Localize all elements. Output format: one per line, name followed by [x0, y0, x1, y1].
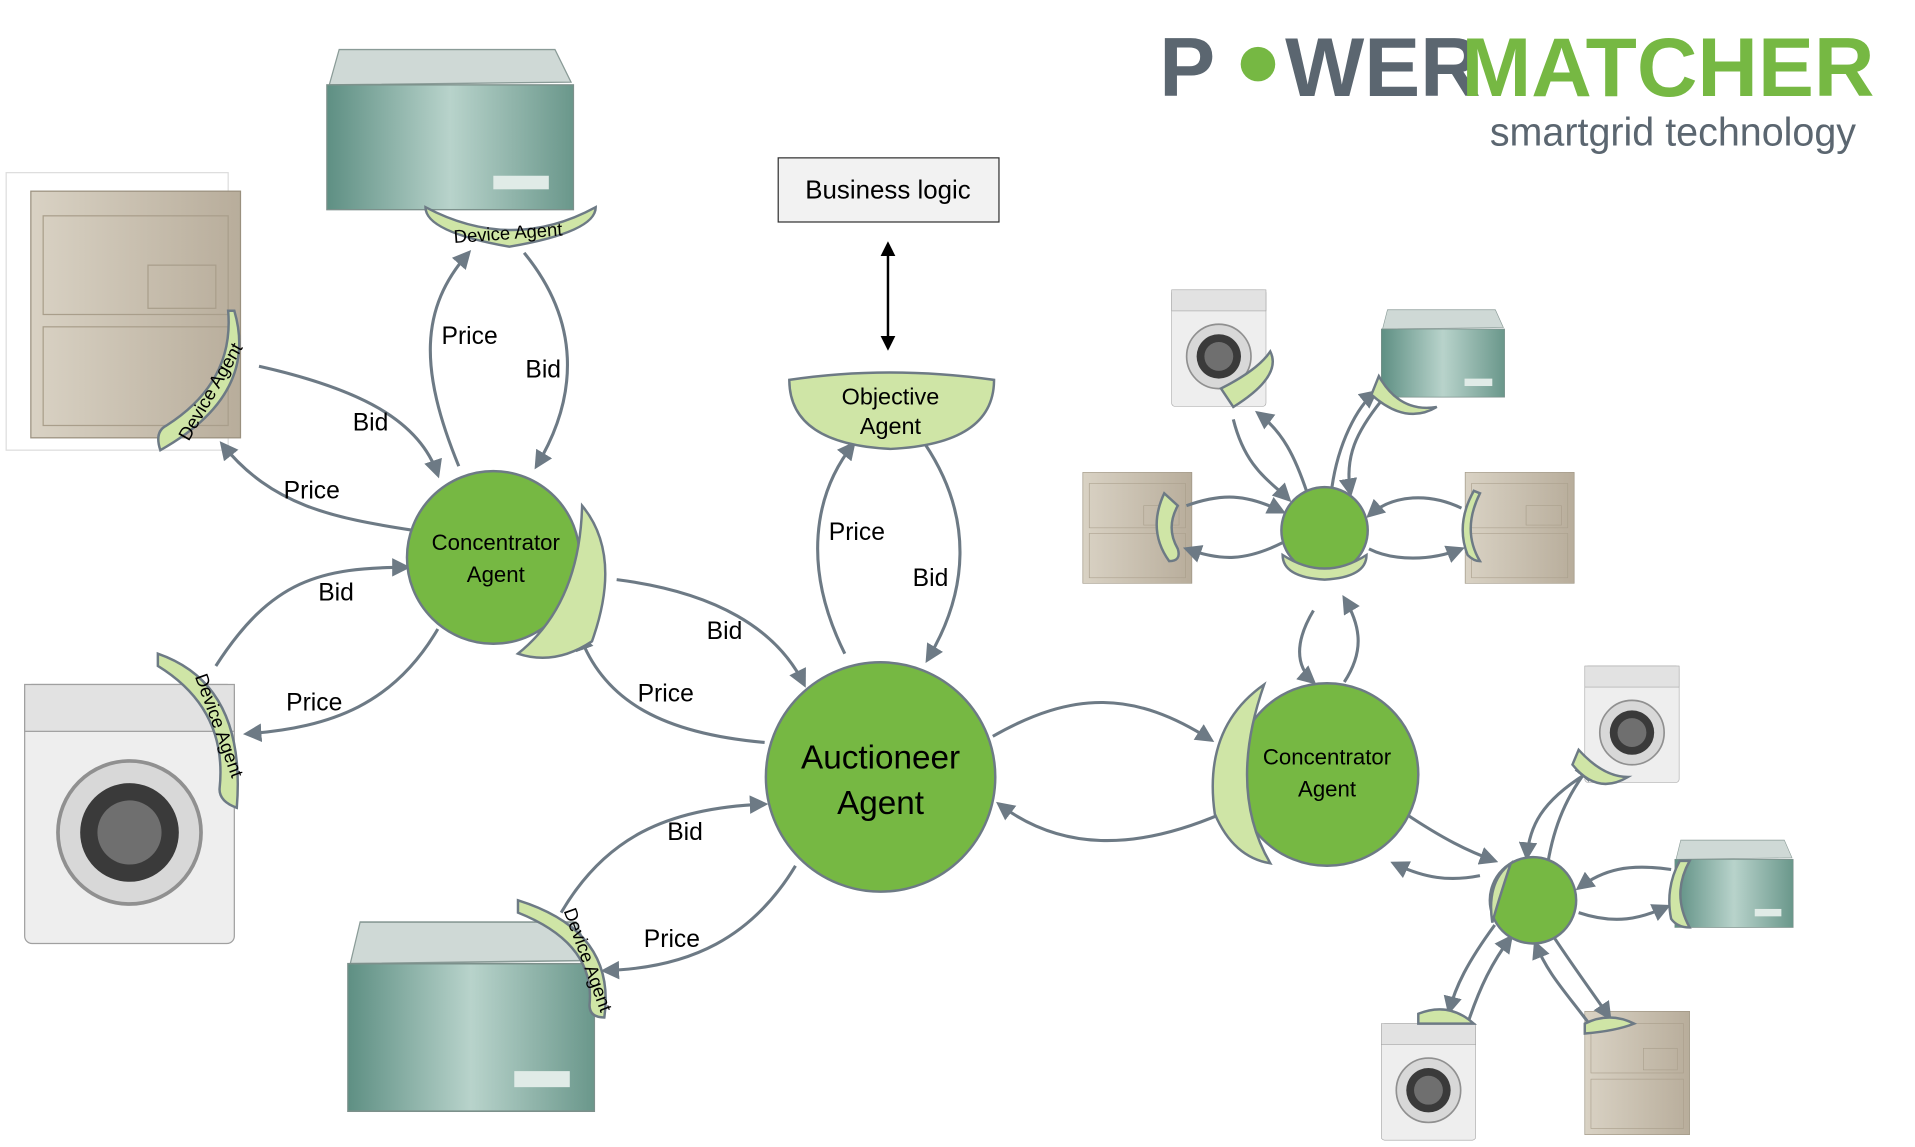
heatpump-image-left: [5, 172, 242, 451]
device-agent-top-label: Device Agent: [453, 218, 563, 247]
label-bid-top: Bid: [525, 356, 561, 383]
freezer-image-bottom: [346, 921, 596, 1113]
label-bid-freezer: Bid: [667, 819, 703, 846]
edge-labels: Price Bid Bid Price Bid Price Bid Price …: [284, 323, 949, 953]
heatpump-image-c1b: [1464, 472, 1575, 584]
washer-image-c2a: [1583, 665, 1680, 784]
business-logic-box: Business logic: [777, 157, 1000, 223]
label-price-left-mid: Price: [286, 689, 342, 716]
heatpump-image-c1a: [1082, 472, 1193, 584]
auctioneer-agent: Auctioneer Agent: [764, 661, 997, 893]
concentrator-left-line1: Concentrator: [432, 530, 561, 555]
powermatcher-logo: P WER MATCHER smartgrid technology: [1159, 20, 1874, 154]
small-device-agents: [1155, 349, 1692, 1035]
objective-agent-line1: Objective: [842, 384, 940, 410]
label-price-top: Price: [442, 323, 498, 350]
small-concentrator-upper: [1280, 485, 1369, 581]
logo-p: P: [1159, 20, 1215, 114]
washer-image-c2b: [1380, 1022, 1477, 1142]
device-agent-top: Device Agent: [424, 205, 597, 248]
objective-agent-line2: Agent: [860, 413, 922, 439]
label-bid-obj: Bid: [913, 565, 949, 592]
label-bid-conc-auc: Bid: [707, 618, 743, 645]
auctioneer-line2: Agent: [837, 785, 924, 822]
small-concentrator-lower: [1488, 855, 1578, 945]
concentrator-right-line2: Agent: [1298, 777, 1356, 802]
concentrator-left-line2: Agent: [467, 562, 525, 587]
freezer-image-c2: [1674, 839, 1794, 928]
business-logic-label: Business logic: [805, 177, 970, 205]
freezer-image-c1: [1380, 309, 1505, 398]
label-price-left-top: Price: [284, 477, 340, 504]
logo-o-dot: [1240, 46, 1276, 82]
freezer-image-top: [326, 48, 575, 211]
connectors: [214, 241, 1672, 1028]
auctioneer-line1: Auctioneer: [801, 739, 960, 776]
logo-matcher: MATCHER: [1461, 20, 1874, 114]
washer-image-left: [22, 682, 237, 946]
label-price-conc-auc: Price: [638, 681, 694, 708]
label-price-obj: Price: [829, 519, 885, 546]
label-bid-left-mid: Bid: [318, 580, 354, 607]
logo-tagline: smartgrid technology: [1490, 111, 1856, 155]
logo-wer: WER: [1285, 20, 1481, 114]
label-bid-left-top: Bid: [353, 409, 389, 436]
concentrator-right-line1: Concentrator: [1263, 745, 1392, 770]
objective-agent: Objective Agent: [788, 371, 996, 451]
concentrator-agent-right: Concentrator Agent: [1211, 681, 1420, 868]
label-price-freezer: Price: [644, 926, 700, 953]
concentrator-agent-left: Concentrator Agent: [405, 469, 607, 659]
